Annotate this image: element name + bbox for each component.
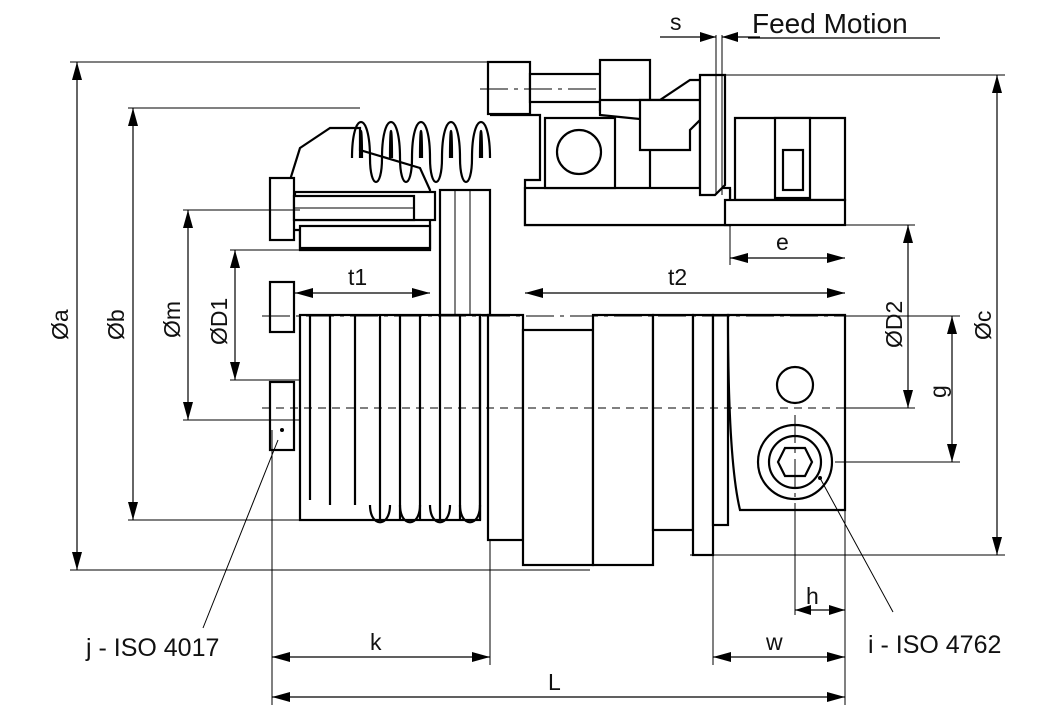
dim-dia-m-label: Øm (159, 301, 185, 338)
screw-j-upper (268, 176, 416, 242)
centerlines (262, 315, 860, 510)
dim-t2-label: t2 (668, 264, 687, 290)
dim-s-label: s (670, 9, 682, 35)
dim-dia-c-label: Øc (970, 311, 996, 340)
dim-dia-a-label: Øa (47, 309, 73, 340)
screw-j-lower (268, 280, 296, 452)
dim-h-label: h (806, 583, 819, 609)
right-clamp-view (726, 313, 847, 512)
dimension-lines (70, 32, 1005, 705)
dim-e-label: e (776, 229, 789, 255)
dim-L-label: L (548, 669, 561, 695)
screw-i-note: i - ISO 4762 (868, 631, 1001, 659)
dim-dia-d2-label: ØD2 (881, 301, 907, 348)
lower-hub-view (486, 313, 730, 567)
lower-bellows-view (298, 313, 482, 524)
dimension-labels: Feed Motion s t1 t2 e h k w L Øa Øb Øm Ø… (47, 8, 1001, 695)
dim-w-label: w (765, 629, 783, 655)
coupling-drawing (262, 35, 860, 567)
feed-plate (698, 35, 727, 197)
feed-motion-label: Feed Motion (752, 8, 908, 39)
right-hub-section (723, 116, 847, 227)
dim-dia-b-label: Øb (103, 309, 129, 340)
dim-dia-d1-label: ØD1 (206, 298, 232, 345)
dim-g-label: g (925, 385, 951, 398)
dim-k-label: k (370, 629, 382, 655)
screw-j-note: j - ISO 4017 (85, 634, 219, 662)
dim-t1-label: t1 (348, 264, 367, 290)
